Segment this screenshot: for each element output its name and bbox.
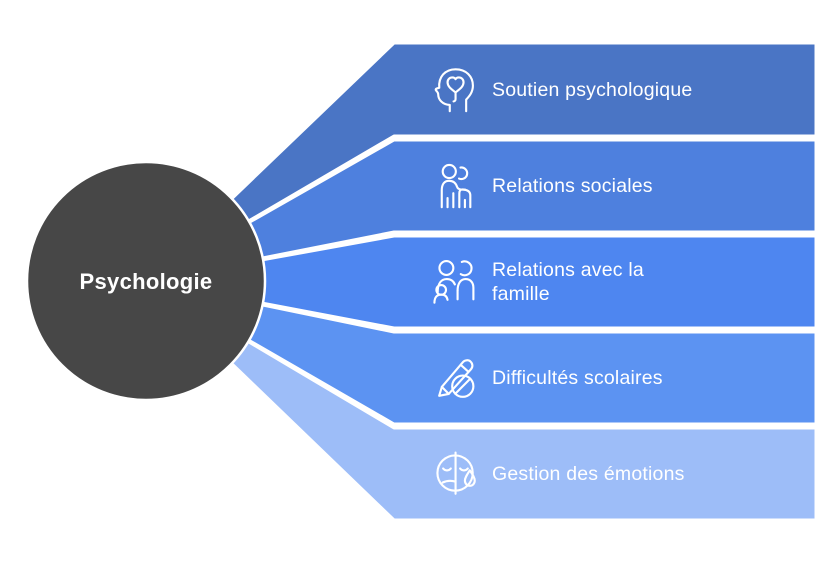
two-people-icon — [440, 163, 472, 209]
center-circle — [25, 160, 267, 402]
branch-shape-soutien-psychologique — [144, 41, 818, 283]
branch-icon-slot-2 — [430, 159, 484, 213]
branch-shape-relations-famille — [144, 234, 818, 330]
branch-label-gestion-emotions: Gestion des émotions — [492, 463, 685, 485]
head-heart-icon — [434, 67, 474, 112]
branch-label-relations-sociales: Relations sociales — [492, 175, 653, 197]
branch-shape-relations-sociales — [144, 138, 818, 283]
branch-icon-slot-5 — [430, 447, 484, 501]
branch-icon-slot-1 — [430, 63, 484, 117]
branch-label-difficultes-scolaires: Difficultés scolaires — [492, 367, 663, 389]
branch-shape-difficultes-scolaires — [144, 279, 818, 426]
split-face-tear-icon — [436, 451, 476, 495]
center-title: Psychologie — [79, 269, 213, 294]
branch-icon-slot-4 — [430, 351, 484, 405]
branch-label-soutien-psychologique: Soutien psychologique — [492, 78, 693, 101]
pencil-blocked-icon — [438, 359, 475, 398]
branch-shape-gestion-emotions — [144, 279, 818, 522]
branch-icon-slot-3 — [430, 255, 484, 309]
branch-label-relations-famille: Relations avec la famille — [492, 259, 644, 305]
family-icon — [433, 260, 475, 304]
